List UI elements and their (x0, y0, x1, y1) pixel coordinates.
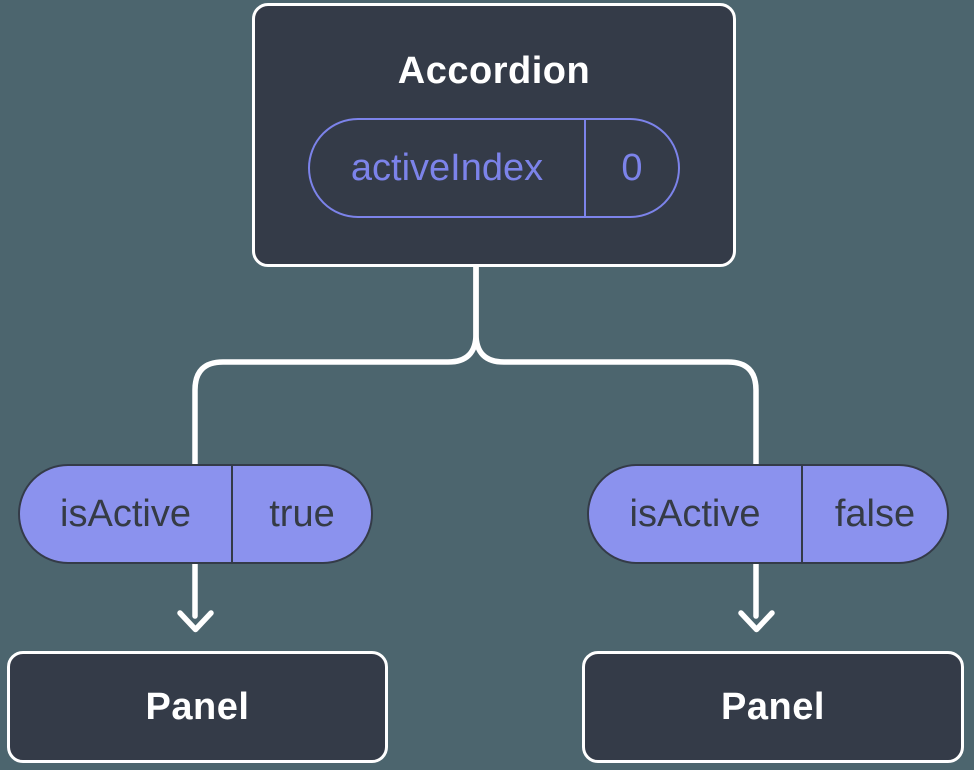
accordion-node: Accordion activeIndex 0 (252, 3, 736, 267)
accordion-title: Accordion (397, 50, 591, 92)
panel-title-left: Panel (145, 686, 250, 728)
prop-name-label-left: isActive (20, 466, 233, 562)
state-pill-activeindex: activeIndex 0 (308, 118, 680, 218)
prop-value-label-left: true (269, 493, 335, 535)
state-name-label: activeIndex (310, 120, 586, 216)
connector-root-to-right-branch (473, 264, 759, 619)
prop-name-label-right: isActive (589, 466, 803, 562)
prop-pill-isactive-right: isActive false (587, 464, 949, 564)
state-value-label: 0 (621, 147, 643, 189)
connector-root-to-left-branch (192, 264, 479, 619)
panel-node-left: Panel (7, 651, 388, 763)
panel-node-right: Panel (582, 651, 964, 763)
arrow-down-left-icon (177, 610, 214, 633)
prop-value-label-right: false (834, 493, 916, 535)
prop-pill-isactive-left: isActive true (18, 464, 373, 564)
arrow-down-right-icon (738, 610, 775, 633)
panel-title-right: Panel (721, 686, 825, 728)
